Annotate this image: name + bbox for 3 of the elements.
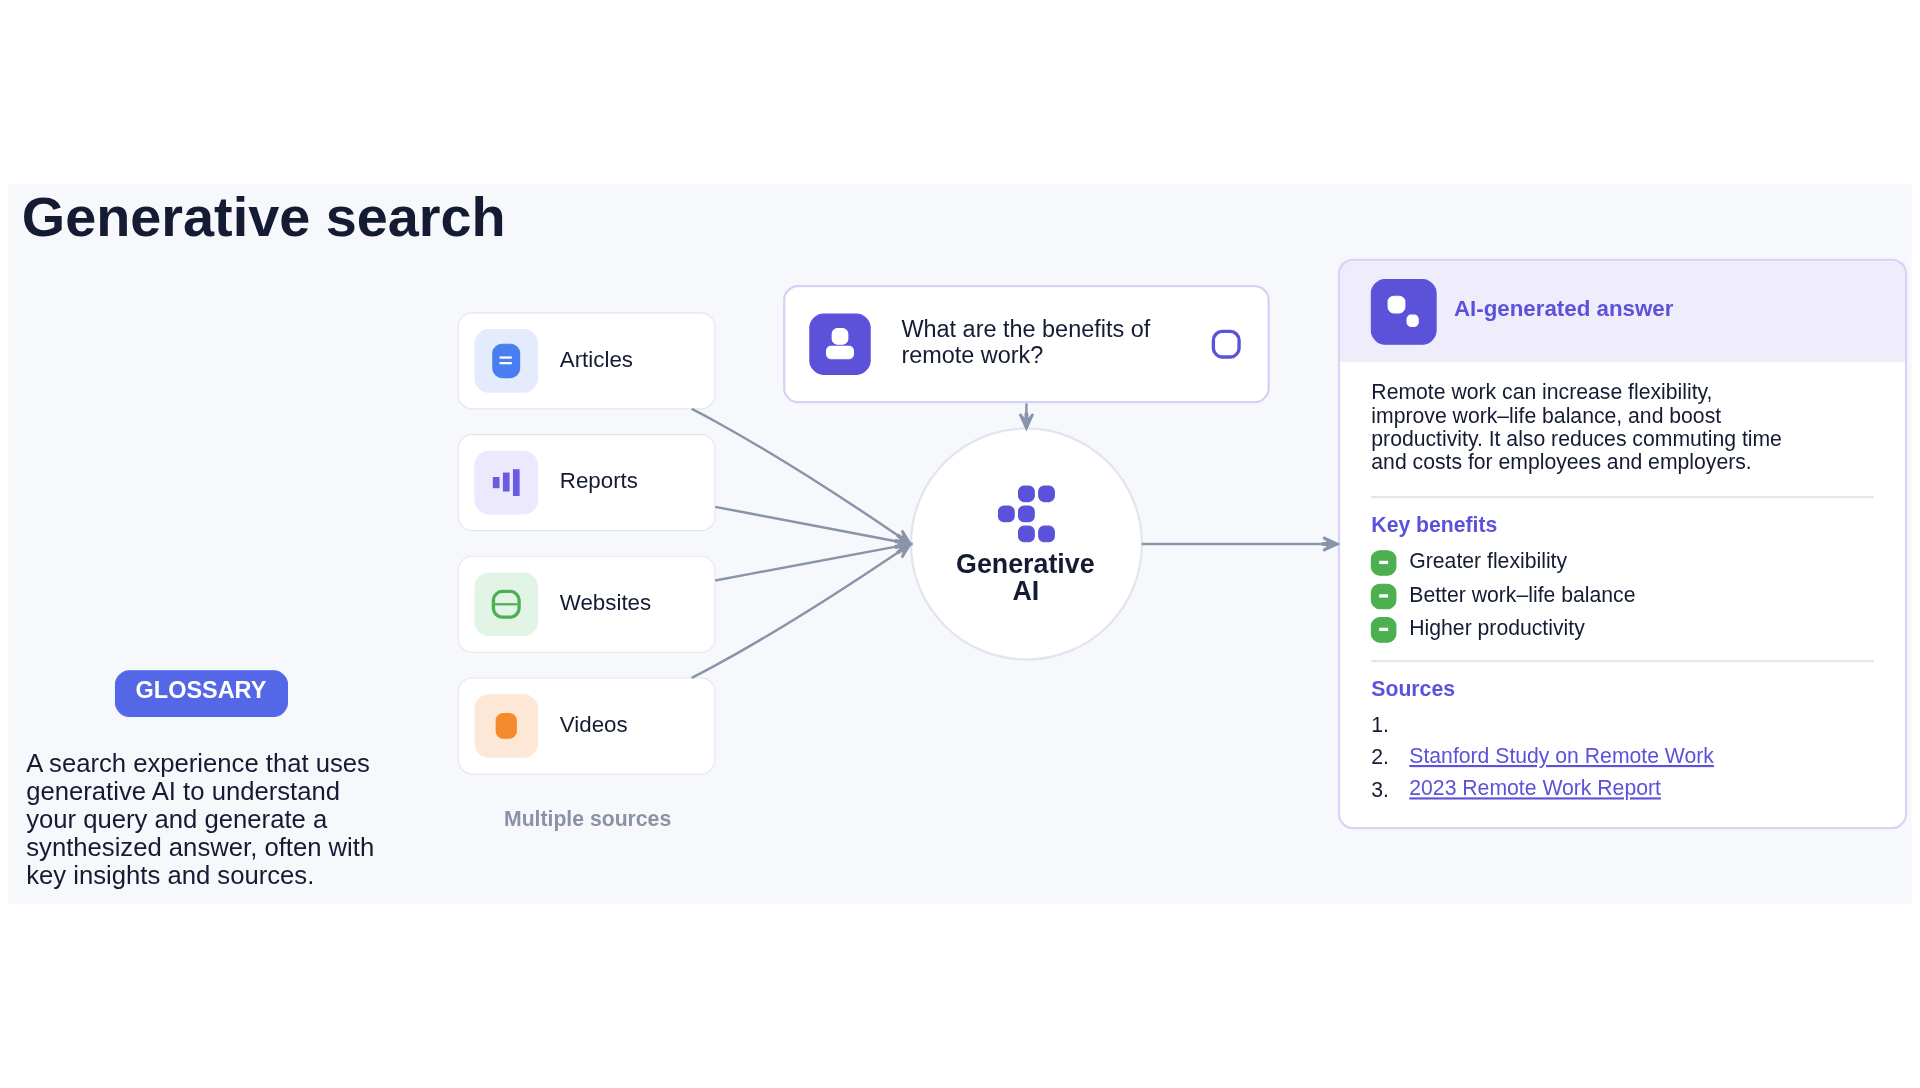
diagram-title: Generative search xyxy=(21,185,506,249)
label: Multiple sources xyxy=(504,806,672,830)
label: A search experience that uses generative AI to understand your query and generate a synthesized answer, often with key insights and sources. xyxy=(26,749,375,889)
